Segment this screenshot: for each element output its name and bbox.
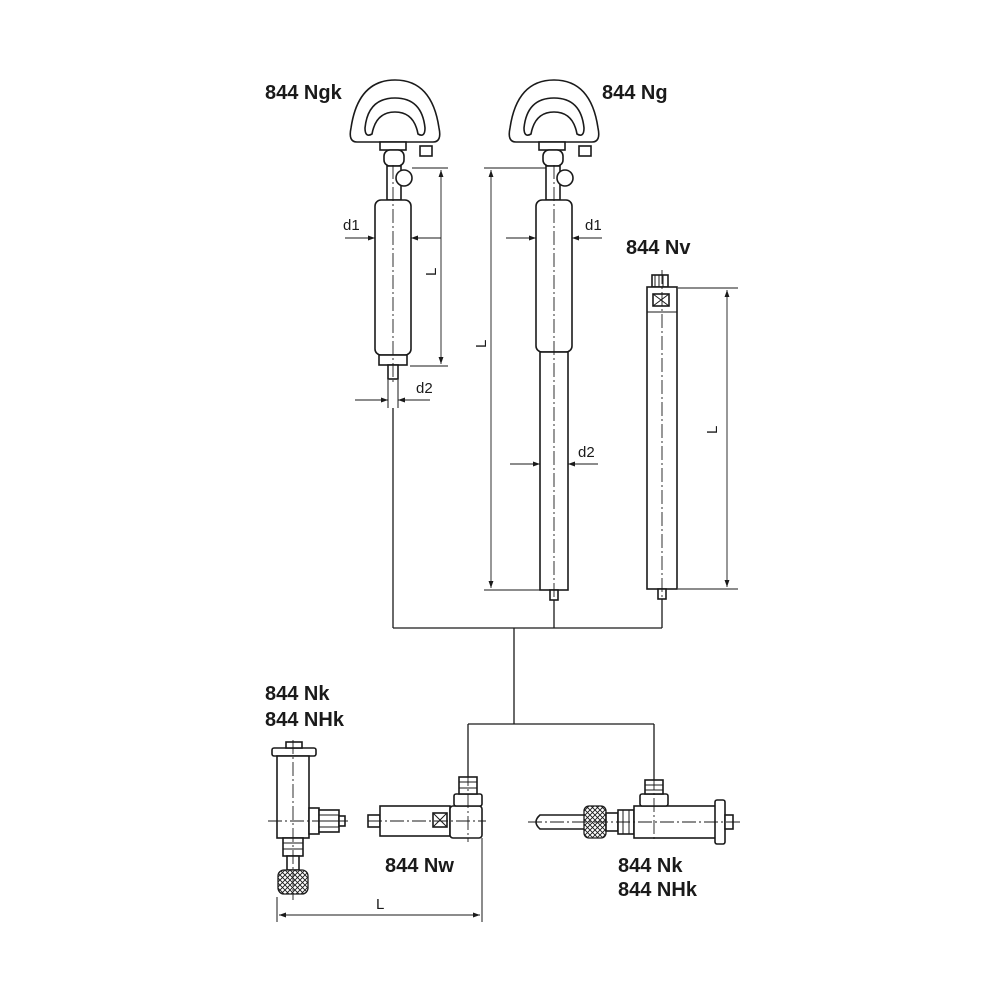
ngk-handle-slot [364,97,426,136]
nw-head [449,805,483,839]
ngk-lock-knob [395,169,413,187]
instrument-ng: L d1 d2 [473,79,602,610]
connector-tree [392,408,663,780]
ng-neck-top [538,141,566,151]
ng-lock-knob [556,169,574,187]
ng-d1-label: d1 [585,217,602,234]
label-nk-left-2: 844 NHk [265,709,345,731]
attachment-nk-right [528,776,742,845]
ng-screw [578,145,592,157]
ngk-d1-label: d1 [343,217,360,234]
nv-length-label: L [704,426,721,434]
label-nk-left-1: 844 Nk [265,683,330,705]
ng-neck-knob [542,149,564,167]
ng-length-label: L [473,340,490,348]
bottom-length-label: L [376,896,384,913]
ngk-neck-knob [383,149,405,167]
label-nk-right-1: 844 Nk [618,855,683,877]
ngk-d2-label: d2 [416,380,433,397]
label-ng: 844 Ng [602,82,668,104]
ngk-neck-top [379,141,407,151]
label-nv: 844 Nv [626,237,691,259]
ng-d2-label: d2 [578,444,595,461]
attachment-nk-left [268,740,350,900]
attachment-nw [367,772,486,842]
ngk-screw [419,145,433,157]
instrument-ngk: L d1 d2 [343,79,448,408]
instrument-nv: L [646,270,738,610]
label-nk-right-2: 844 NHk [618,879,698,901]
ngk-length-label: L [423,268,440,276]
ng-handle-slot [523,97,585,136]
nk-left-top-cap [271,747,317,757]
label-ngk: 844 Ngk [265,82,343,104]
nk-left-top-pin [285,741,303,749]
label-nw: 844 Nw [385,855,454,877]
nv-cap [651,274,669,288]
